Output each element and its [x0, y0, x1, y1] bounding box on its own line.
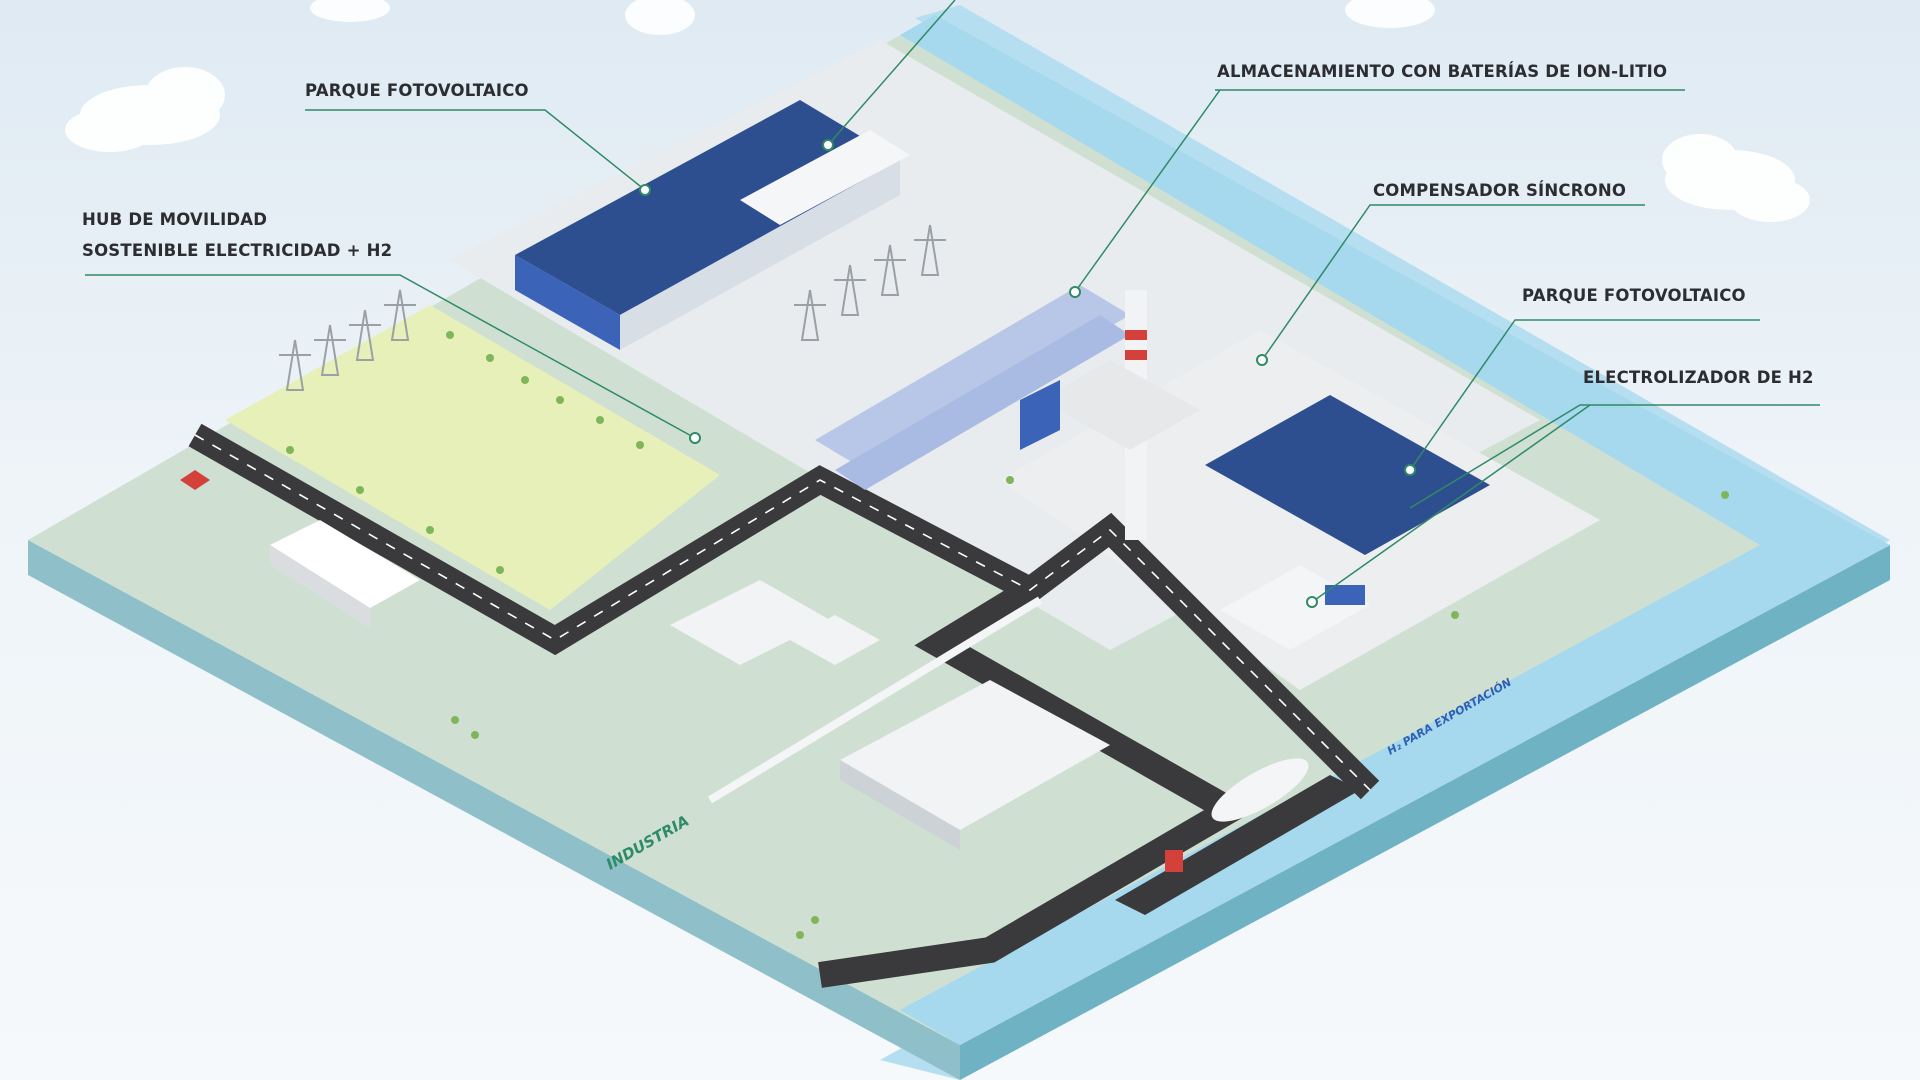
cloud-icon [310, 0, 1435, 35]
label-electrolyzer: ELECTROLIZADOR DE H2 [1583, 368, 1814, 387]
label-mobility-hub-line2: SOSTENIBLE ELECTRICIDAD + H2 [82, 241, 392, 260]
label-pv-park-2: PARQUE FOTOVOLTAICO [1522, 286, 1746, 305]
label-battery-storage: ALMACENAMIENTO CON BATERÍAS DE ION-LITIO [1217, 62, 1667, 81]
cloud-icon [65, 67, 225, 152]
road-markings [194, 434, 1371, 791]
green-field [225, 305, 720, 610]
generator-hall [740, 130, 910, 225]
warehouse-side [270, 545, 370, 628]
warehouse [270, 520, 420, 608]
label-mobility-hub-line1: HUB DE MOVILIDAD [82, 210, 267, 229]
battery-storage [815, 285, 1130, 490]
house [180, 470, 210, 490]
label-synchronous-compensator: COMPENSADOR SÍNCRONO [1373, 181, 1626, 200]
h2-pipeline [707, 596, 1043, 804]
leader-lines [85, 0, 1820, 603]
pv-park-1 [515, 100, 900, 350]
label-pv-park-1: PARQUE FOTOVOLTAICO [305, 81, 529, 100]
platform-side-left [28, 540, 960, 1080]
power-plant [1020, 290, 1200, 540]
cloud-icon [1662, 134, 1810, 222]
leader-markers [639, 139, 1416, 608]
pv-park-2 [1205, 395, 1490, 555]
electrolyzer [1220, 565, 1370, 650]
transmission-towers [279, 224, 946, 391]
trees [286, 331, 1729, 939]
port [1115, 758, 1360, 915]
industry-buildings [670, 580, 1110, 850]
platform-side-right [960, 545, 1890, 1080]
